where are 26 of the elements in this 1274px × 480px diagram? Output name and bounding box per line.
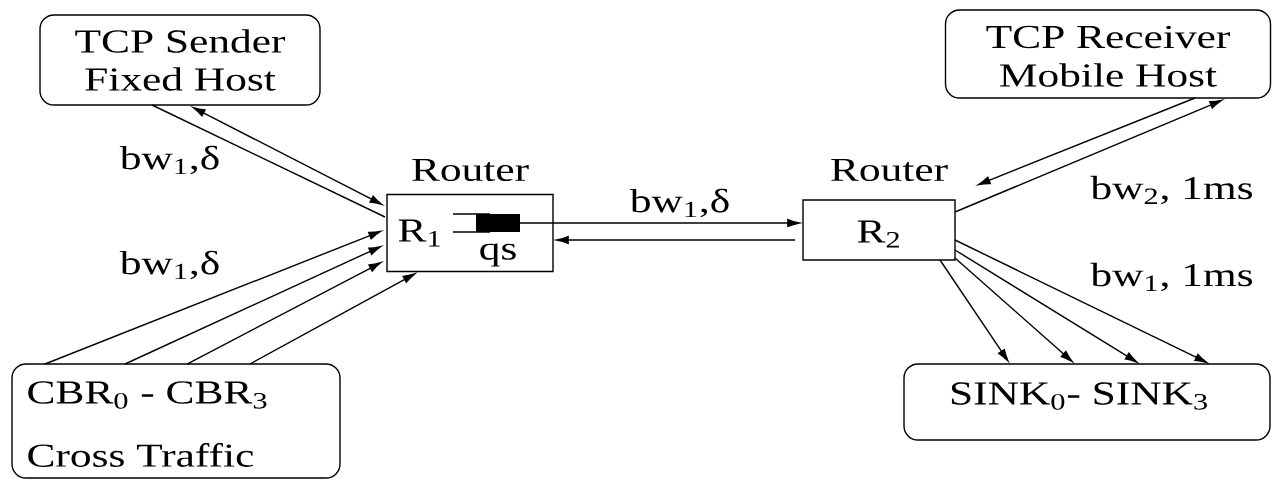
- router-box: Router R$_{1}$ qs: [386, 158, 554, 273]
- host-box: CBR$_{0}$ - CBR$_{3}$ Cross Traffic: [11, 363, 341, 479]
- edge-label: bw$_{1}$,δ: [118, 249, 222, 281]
- host-box: SINK$_{0}$- SINK$_{3}$: [903, 363, 1271, 441]
- router-box: Router R$_{2}$: [802, 158, 956, 261]
- node-label: Router: [831, 158, 948, 182]
- node-label: Router: [412, 158, 529, 182]
- link-arrow: [192, 107, 383, 205]
- edge-label: bw$_{1}$, 1ms: [1088, 261, 1256, 293]
- link-arrow: [977, 97, 1196, 186]
- link-arrow: [954, 239, 1208, 364]
- link-arrow: [519, 218, 800, 228]
- link-arrow: [249, 273, 416, 365]
- link-arrow: [939, 259, 1009, 362]
- edge-label: bw$_{2}$, 1ms: [1088, 174, 1256, 206]
- link-arrow: [954, 257, 1073, 363]
- link-arrow: [124, 245, 382, 365]
- link-arrow: [556, 235, 796, 245]
- link-arrow: [44, 230, 382, 365]
- host-box: TCP Sender Fixed Host: [39, 14, 321, 106]
- link-arrow: [954, 99, 1223, 213]
- host-box: TCP Receiver Mobile Host: [944, 9, 1272, 99]
- edge-label: bw$_{1}$,δ: [628, 187, 732, 219]
- link-arrow: [954, 249, 1138, 363]
- link-arrow: [186, 262, 382, 365]
- edge-label: bw$_{1}$,δ: [118, 144, 222, 176]
